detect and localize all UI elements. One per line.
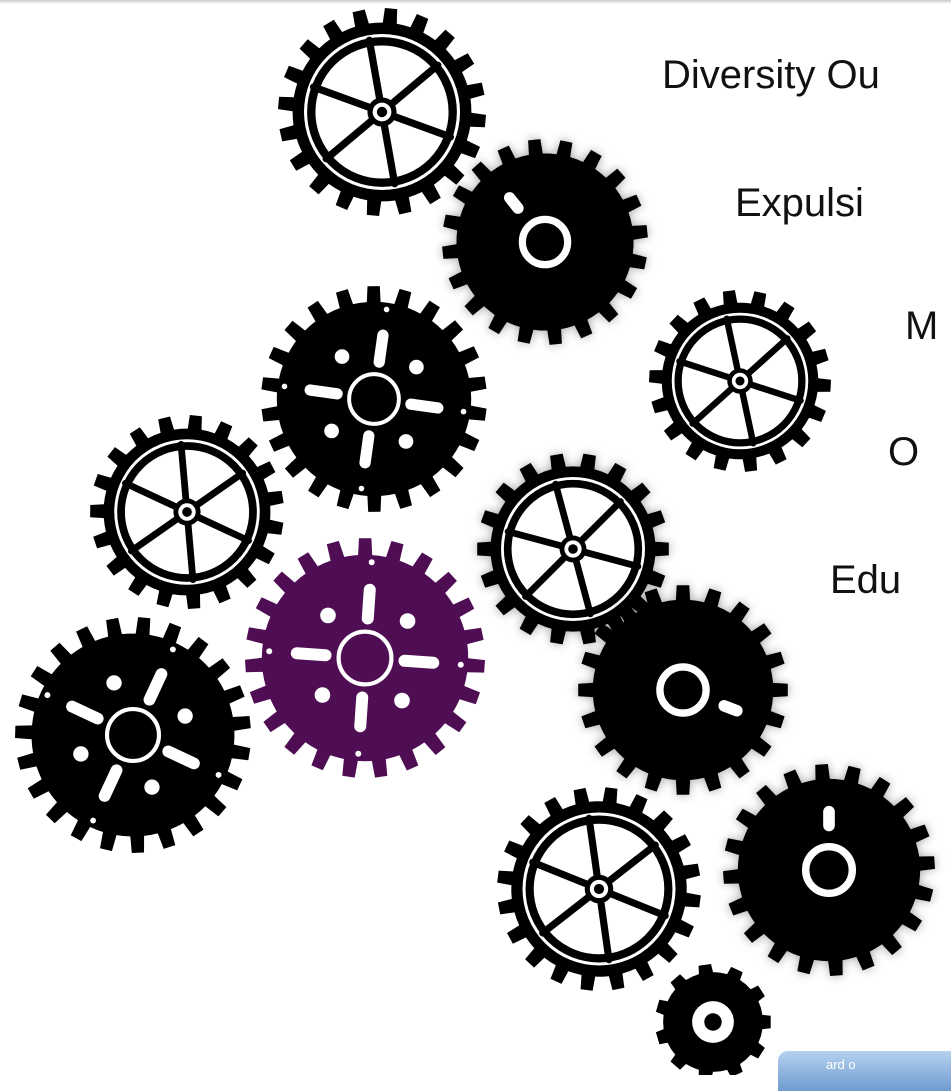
- gear-dial-upper: [442, 139, 648, 345]
- label-m: M: [905, 304, 939, 348]
- gear-spoked-left: [90, 415, 284, 609]
- label-expulsion: Expulsi: [735, 181, 864, 225]
- bottom-tab-label: ard o: [826, 1057, 856, 1072]
- gear-dotted-center: [261, 286, 487, 512]
- gear-spoked-top: [278, 8, 486, 216]
- label-education: Edu: [830, 558, 902, 602]
- gear-spoked-middle: [477, 453, 669, 645]
- gear-spoked-right: [649, 290, 831, 472]
- label-diversity: Diversity Ou: [662, 53, 880, 97]
- bottom-tab[interactable]: ard o: [778, 1051, 951, 1091]
- gear-dial-middle: [578, 585, 788, 795]
- gear-dotted-purple: [245, 538, 485, 778]
- gear-dial-lower-right: [723, 764, 935, 976]
- top-border: [0, 0, 951, 4]
- gear-small-bottom: [655, 964, 771, 1075]
- label-o: O: [888, 430, 920, 474]
- gear-dotted-bottom-left: [15, 617, 251, 853]
- gear-spoked-bottom: [497, 787, 701, 991]
